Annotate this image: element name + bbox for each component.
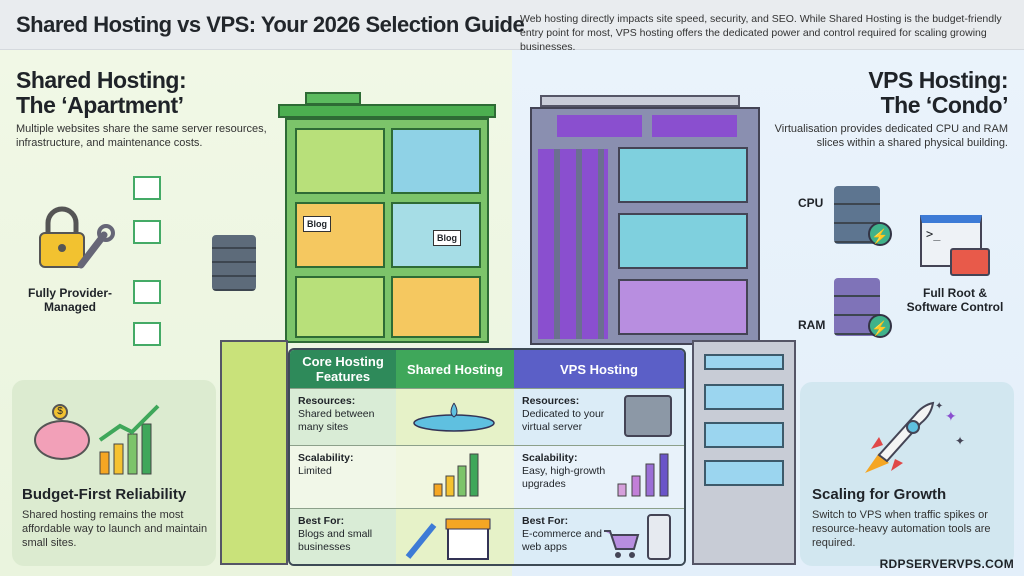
feature-value: Shared between many sites (298, 408, 375, 433)
header-shared-hosting: Shared Hosting (396, 350, 514, 388)
feature-value: Dedicated to your virtual server (522, 408, 605, 433)
server-icon (212, 235, 256, 291)
table-cell-vps: Scalability:Easy, high-growth upgrades (514, 445, 684, 508)
header-core-features: Core Hosting Features (290, 350, 396, 388)
website-icon (133, 280, 161, 304)
svg-text:✦: ✦ (935, 401, 943, 412)
shared-title-line2: The ‘Apartment’ (16, 92, 184, 118)
root-control-label: Full Root & Software Control (906, 286, 1004, 314)
shared-building: Blog Blog (285, 118, 489, 343)
svg-text:✦: ✦ (945, 408, 957, 424)
feature-title: Resources: (298, 395, 356, 407)
budget-card-title: Budget-First Reliability (22, 486, 187, 503)
website-icon (133, 322, 161, 346)
growth-card-text: Switch to VPS when traffic spikes or res… (812, 509, 991, 549)
feature-value: E-commerce and web apps (522, 528, 602, 553)
blog-label: Blog (303, 216, 331, 232)
vps-title-line1: VPS Hosting: (868, 67, 1008, 93)
safe-icon (624, 395, 672, 437)
feature-value: Limited (298, 465, 332, 477)
budget-card-text: Shared hosting remains the most affordab… (22, 509, 208, 549)
website-icon (133, 220, 161, 244)
building-chimney (305, 92, 361, 105)
growth-card (800, 382, 1014, 566)
ram-label: RAM (798, 318, 826, 332)
table-cell-vps: Resources:Dedicated to your virtual serv… (514, 388, 684, 445)
feature-value: Easy, high-growth upgrades (522, 465, 606, 490)
cpu-label: CPU (798, 196, 824, 210)
table-cell-feature: Best For:Blogs and small businesses (290, 508, 396, 564)
lightning-icon: ⚡ (868, 314, 892, 338)
side-building-right (692, 340, 796, 565)
piggy-bank-icon (34, 420, 90, 460)
intro-text: Web hosting directly impacts site speed,… (520, 13, 1002, 53)
growth-card-title: Scaling for Growth (812, 486, 947, 503)
table-cell-feature: Scalability:Limited (290, 445, 396, 508)
shared-description: Multiple websites share the same server … (16, 123, 267, 149)
header-vps-hosting: VPS Hosting (514, 350, 684, 388)
comparison-table: Core Hosting Features Shared Hosting VPS… (288, 348, 686, 566)
water-pool-icon (396, 388, 514, 445)
bar-growth-icon (396, 445, 514, 508)
toolbox-icon (950, 248, 990, 276)
vps-description: Virtualisation provides dedicated CPU an… (774, 123, 1008, 149)
shared-title: Shared Hosting:The ‘Apartment’ (16, 67, 187, 118)
bar-growth-icon (617, 453, 669, 497)
header (0, 0, 1024, 50)
feature-title: Best For: (298, 515, 345, 527)
shared-title-line1: Shared Hosting: (16, 67, 187, 93)
vps-title: VPS Hosting:The ‘Condo’ (868, 68, 1008, 118)
table-cell-vps: Best For:E-commerce and web apps (514, 508, 684, 564)
building-roof (278, 104, 496, 118)
feature-title: Scalability: (298, 452, 354, 464)
managed-label: Fully Provider-Managed (27, 286, 113, 314)
lightning-icon: ⚡ (868, 222, 892, 246)
table-cell-feature: Resources:Shared between many sites (290, 388, 396, 445)
feature-title: Resources: (522, 395, 580, 407)
feature-title: Scalability: (522, 452, 578, 464)
website-icon (133, 176, 161, 200)
rocket-icon: ✦✦✦ (865, 401, 965, 473)
cart-tablet-icon (604, 514, 671, 560)
page-title: Shared Hosting vs VPS: Your 2026 Selecti… (16, 12, 525, 37)
feature-value: Blogs and small businesses (298, 528, 373, 553)
growth-chart-icon (98, 404, 160, 475)
feature-title: Best For: (522, 515, 569, 527)
coin-icon: $ (52, 404, 68, 420)
lock-wrench-icon (39, 206, 115, 269)
side-building-left (220, 340, 288, 565)
pen-store-icon (396, 508, 514, 564)
brand-watermark: RDPSERVERVPS.COM (879, 557, 1014, 571)
svg-text:✦: ✦ (955, 434, 965, 448)
blog-label: Blog (433, 230, 461, 246)
vps-building (530, 107, 760, 345)
vps-title-line2: The ‘Condo’ (880, 92, 1009, 118)
